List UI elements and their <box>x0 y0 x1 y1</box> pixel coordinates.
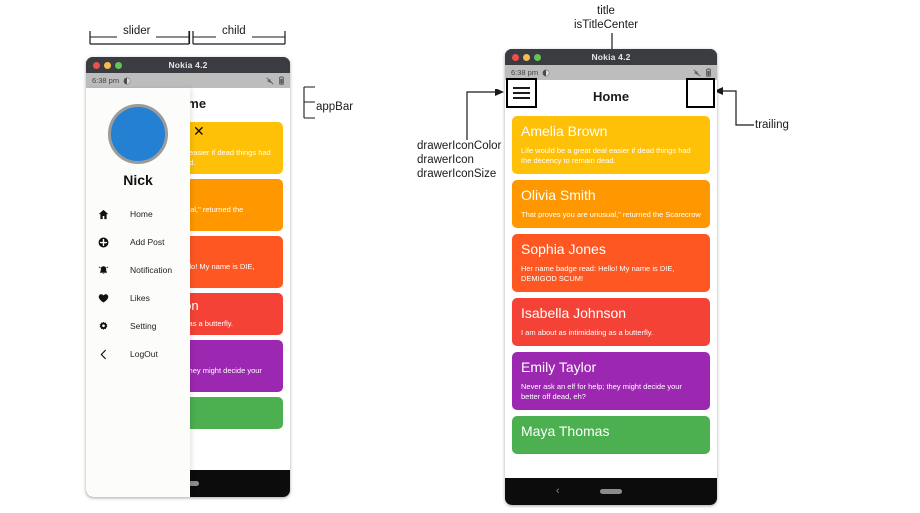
battery-icon <box>279 76 284 85</box>
annotation-slider-label: slider <box>117 24 157 38</box>
location-icon <box>123 77 131 85</box>
minimize-window-dot[interactable] <box>523 53 530 61</box>
annotation-title-label: title <box>597 5 615 17</box>
maximize-window-dot[interactable] <box>534 53 541 61</box>
back-chevron-icon[interactable]: ‹ <box>555 485 560 497</box>
sidebar-item-label: Add Post <box>130 237 165 247</box>
trailing-arrow <box>714 87 754 126</box>
person-card-name: Amelia Brown <box>521 123 608 139</box>
person-card[interactable]: Isabella Johnson I am about as intimidati… <box>512 298 710 346</box>
drawer-user-name: Nick <box>123 172 153 188</box>
annotation-drawericoncolor-label: drawerIconColor <box>417 140 502 152</box>
notification-bell-icon <box>98 265 120 276</box>
annotation-drawericonsize-label: drawerIconSize <box>417 168 497 180</box>
hamburger-icon[interactable] <box>513 85 530 101</box>
person-card-body: Life would be a great deal easier if dea… <box>521 146 691 165</box>
chevron-left-icon <box>98 349 120 360</box>
mute-icon <box>693 69 701 77</box>
person-card-name: Olivia Smith <box>521 187 596 203</box>
close-window-dot[interactable] <box>512 53 519 61</box>
sidebar-item-label: LogOut <box>130 349 158 359</box>
window-controls-right[interactable] <box>512 53 541 61</box>
sidebar-item-likes[interactable]: Likes <box>98 284 190 312</box>
location-icon <box>542 69 550 77</box>
phone-screen-left: 6:38 pm Home <box>86 73 290 497</box>
sidebar-item-home[interactable]: Home <box>98 200 190 228</box>
person-card-body: I am about as intimidating as a butterfl… <box>521 328 654 337</box>
sidebar-item-logout[interactable]: LogOut <box>98 340 190 368</box>
window-titlebar-right: Nokia 4.2 <box>505 49 717 65</box>
battery-icon <box>706 68 711 77</box>
annotation-istitlecenter-label: isTitleCenter <box>574 19 639 31</box>
android-nav-bar-right: ‹ <box>505 478 717 505</box>
home-pill[interactable] <box>600 489 622 494</box>
annotation-trailing-label: trailing <box>755 119 789 131</box>
window-title-left: Nokia 4.2 <box>168 60 208 70</box>
appbar-bracket-svg <box>303 86 315 119</box>
person-card-name: Maya Thomas <box>521 423 610 439</box>
sidebar-item-label: Likes <box>130 293 150 303</box>
app-bar-right: Home <box>505 80 717 112</box>
sidebar-item-label: Notification <box>130 265 173 275</box>
person-card-body: Never ask an elf for help; they might de… <box>521 382 682 401</box>
window-controls-left[interactable] <box>93 61 122 69</box>
drawer-menu: Home Add Post Notification <box>86 200 190 368</box>
person-card-body: Her name badge read: Hello! My name is D… <box>521 264 675 283</box>
add-post-icon <box>98 237 120 248</box>
app-bar-title-right: Home <box>592 88 630 104</box>
phone-right: Nokia 4.2 6:38 pm <box>505 49 717 505</box>
sidebar-item-add-post[interactable]: Add Post <box>98 228 190 256</box>
sidebar-item-setting[interactable]: Setting <box>98 312 190 340</box>
close-icon[interactable]: ✕ <box>193 123 205 139</box>
sidebar-item-label: Home <box>130 209 153 219</box>
maximize-window-dot[interactable] <box>115 61 122 69</box>
status-bar-right: 6:38 pm <box>505 65 717 80</box>
navigation-drawer: Nick Home Add Post <box>86 88 190 497</box>
annotation-appbar-label: appBar <box>316 101 354 113</box>
minimize-window-dot[interactable] <box>104 61 111 69</box>
home-icon <box>98 209 120 220</box>
annotation-child-label: child <box>216 24 252 38</box>
sidebar-item-label: Setting <box>130 321 157 331</box>
heart-icon <box>98 293 120 304</box>
drawericon-arrow <box>466 89 504 140</box>
avatar <box>108 104 168 164</box>
annotation-drawericon-label: drawerIcon <box>417 154 474 166</box>
gear-icon <box>98 321 120 332</box>
person-card-body: That proves you are unusual," returned t… <box>521 210 701 219</box>
appbar-bracket <box>303 86 317 119</box>
window-titlebar-left: Nokia 4.2 <box>86 57 290 73</box>
status-bar-left: 6:38 pm <box>86 73 290 88</box>
mute-icon <box>266 77 274 85</box>
trailing-highlight-box[interactable] <box>686 78 715 108</box>
person-card[interactable]: Maya Thomas <box>512 416 710 454</box>
person-card-name: Isabella Johnson <box>521 305 627 321</box>
status-time-right: 6:38 pm <box>511 68 539 77</box>
person-card-name: Emily Taylor <box>521 359 597 375</box>
person-card-name: Sophia Jones <box>521 241 606 257</box>
phone-left: Nokia 4.2 6:38 pm <box>86 57 290 497</box>
close-window-dot[interactable] <box>93 61 100 69</box>
sidebar-item-notification[interactable]: Notification <box>98 256 190 284</box>
window-title-right: Nokia 4.2 <box>591 52 631 62</box>
status-time-left: 6:38 pm <box>92 76 120 85</box>
phone-screen-right: 6:38 pm Home Amelia Br <box>505 65 717 505</box>
